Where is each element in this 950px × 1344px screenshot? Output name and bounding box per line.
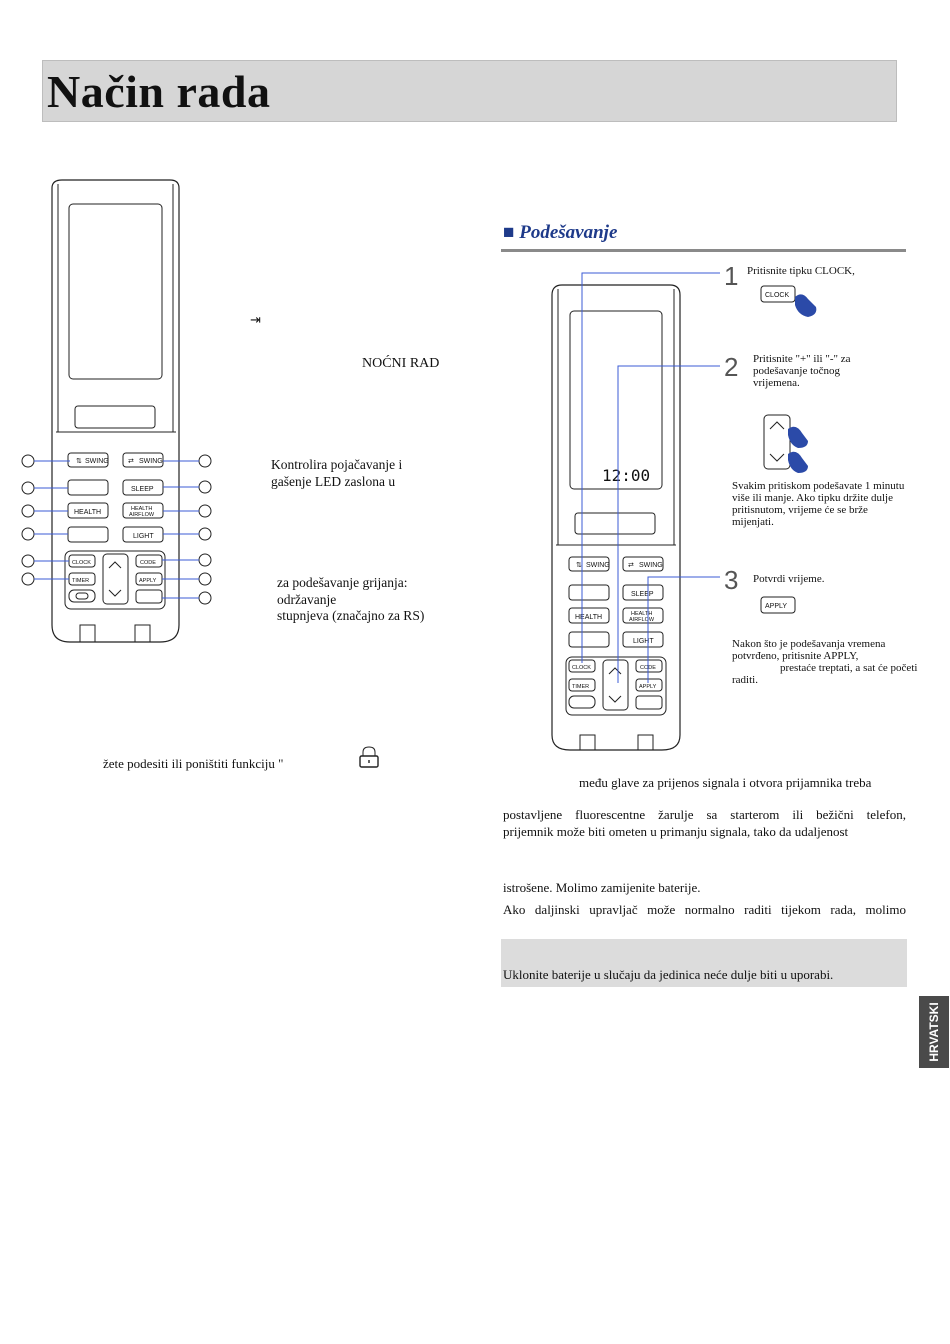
right-swing-left-label: SWING: [586, 562, 610, 569]
remote-health-airflow-label-1: HEALTH: [131, 506, 152, 512]
remote-blank-button-1: [67, 479, 109, 496]
night-mode-label: NOĆNI RAD: [362, 356, 440, 371]
remote-blank-button-2: [67, 526, 109, 543]
right-clock-label: CLOCK: [572, 665, 591, 671]
language-side-tab: HRVATSKI: [919, 996, 949, 1068]
remote-apply-label: APPLY: [139, 578, 157, 584]
remote-illustration-left: ⇅ SWING ⇄ SWING SLEEP HEALTH HEALTH AIRF…: [21, 179, 212, 643]
para-3a: istrošene. Molimo zamijenite baterije.: [503, 880, 701, 895]
page-title-bar: Način rada: [42, 60, 897, 122]
heat-desc-3: stupnjeva (značajno za RS): [277, 608, 425, 623]
page-title: Način rada: [47, 66, 271, 117]
step-3-note-4: raditi.: [732, 674, 758, 686]
finger-icon-2: [788, 426, 808, 448]
step-2-number: 2: [724, 352, 738, 382]
heat-desc-1: za podešavanje grijanja:: [277, 575, 408, 590]
remote-illustration-right: 12:00 ⇅ SWING ⇄ SWING SLEEP HEALTH HEALT…: [551, 261, 917, 751]
step-1-button-label: CLOCK: [765, 292, 789, 299]
step-2-note-2: više ili manje. Ako tipku držite dulje: [732, 492, 893, 504]
step-2-note-1: Svakim pritiskom podešavate 1 minutu: [732, 480, 905, 492]
remote-health-airflow-label-2: AIRFLOW: [129, 512, 155, 518]
step-3-button-label: APPLY: [765, 603, 787, 610]
para-2b: prijemnik može biti ometen u primanju si…: [503, 824, 849, 839]
callout-line-2: [617, 365, 720, 683]
callout-line-1: [581, 272, 720, 663]
swing-left-icon: ⇅: [76, 458, 82, 465]
step-2-text-1: Pritisnite "+" ili "-" za: [753, 353, 851, 365]
step-2-note-4: mijenjati.: [732, 516, 774, 528]
step-2-note-3: pritisnutom, vrijeme će se brže: [732, 504, 868, 516]
remote-swing-right-label: SWING: [139, 458, 163, 465]
step-1-number: 1: [724, 261, 738, 291]
right-health-airflow-label-1: HEALTH: [631, 611, 652, 617]
right-swing-right-label: SWING: [639, 562, 663, 569]
remote-health-label: HEALTH: [74, 509, 101, 516]
section-rule: [501, 249, 906, 252]
lock-text: žete podesiti ili poništiti funkciju ": [103, 756, 284, 771]
remote-clock-label: CLOCK: [72, 560, 91, 566]
para-2a: postavljene fluorescentne žarulje sa sta…: [503, 807, 906, 822]
section-marker: ■: [503, 222, 515, 243]
down-arrow-icon: [108, 589, 122, 597]
arrow-glyph: ⇥: [250, 312, 261, 327]
remote-display: [68, 203, 163, 380]
remote-window: [74, 405, 156, 429]
light-desc-2: gašenje LED zaslona u: [271, 474, 396, 489]
step-3-note-3: prestaće treptati, a sat će početi: [780, 662, 917, 674]
finger-icon-1: [795, 294, 817, 317]
right-timer-label: TIMER: [572, 684, 589, 690]
step-3-text: Potvrdi vrijeme.: [753, 573, 825, 585]
section-heading: ■ Podešavanje: [503, 222, 617, 244]
right-health-label: HEALTH: [575, 614, 602, 621]
remote-sleep-label: SLEEP: [131, 486, 154, 493]
display-time: 12:00: [602, 466, 650, 485]
section-title: Podešavanje: [519, 222, 618, 243]
finger-icon-3: [788, 451, 808, 473]
right-sleep-label: SLEEP: [631, 591, 654, 598]
right-swing-right-icon: ⇄: [628, 562, 634, 569]
note-box: Uklonite baterije u slučaju da jedinica …: [501, 939, 907, 987]
step-3-number: 3: [724, 565, 738, 595]
remote-display-right: [569, 310, 663, 490]
remote-swing-left-label: SWING: [85, 458, 109, 465]
callout-line-3: [647, 576, 720, 683]
step-3-note-1: Nakon što je podešavanja vremena: [732, 638, 885, 650]
remote-timer-label: TIMER: [72, 578, 89, 584]
step-1-text: Pritisnite tipku CLOCK,: [747, 265, 855, 277]
note-text: Uklonite baterije u slučaju da jedinica …: [503, 967, 834, 982]
left-callouts: [21, 454, 212, 605]
up-arrow-icon: [108, 561, 122, 569]
step-3-note-2: potvrđeno, pritisnite APPLY,: [732, 650, 859, 662]
remote-blank-button-3: [135, 589, 163, 604]
lock-icon: [359, 746, 379, 768]
apply-button-illustration: [760, 596, 796, 614]
remote-light-label: LIGHT: [133, 533, 154, 540]
remote-code-label: CODE: [140, 560, 156, 566]
right-light-label: LIGHT: [633, 638, 654, 645]
swing-right-icon: ⇄: [128, 458, 134, 465]
step-2-text-2: podešavanje točnog: [753, 365, 841, 377]
right-health-airflow-label-2: AIRFLOW: [629, 617, 655, 623]
right-apply-label: APPLY: [639, 684, 657, 690]
para-1: među glave za prijenos signala i otvora …: [579, 775, 872, 790]
clock-button-illustration: [760, 285, 796, 303]
para-3b: Ako daljinski upravljač može normalno ra…: [503, 902, 906, 917]
language-side-tab-label: HRVATSKI: [927, 1002, 941, 1062]
right-swing-left-icon: ⇅: [576, 562, 582, 569]
heat-desc-2: održavanje: [277, 592, 337, 607]
step-2-text-3: vrijemena.: [753, 377, 800, 389]
light-desc-1: Kontrolira pojačavanje i: [271, 457, 403, 472]
